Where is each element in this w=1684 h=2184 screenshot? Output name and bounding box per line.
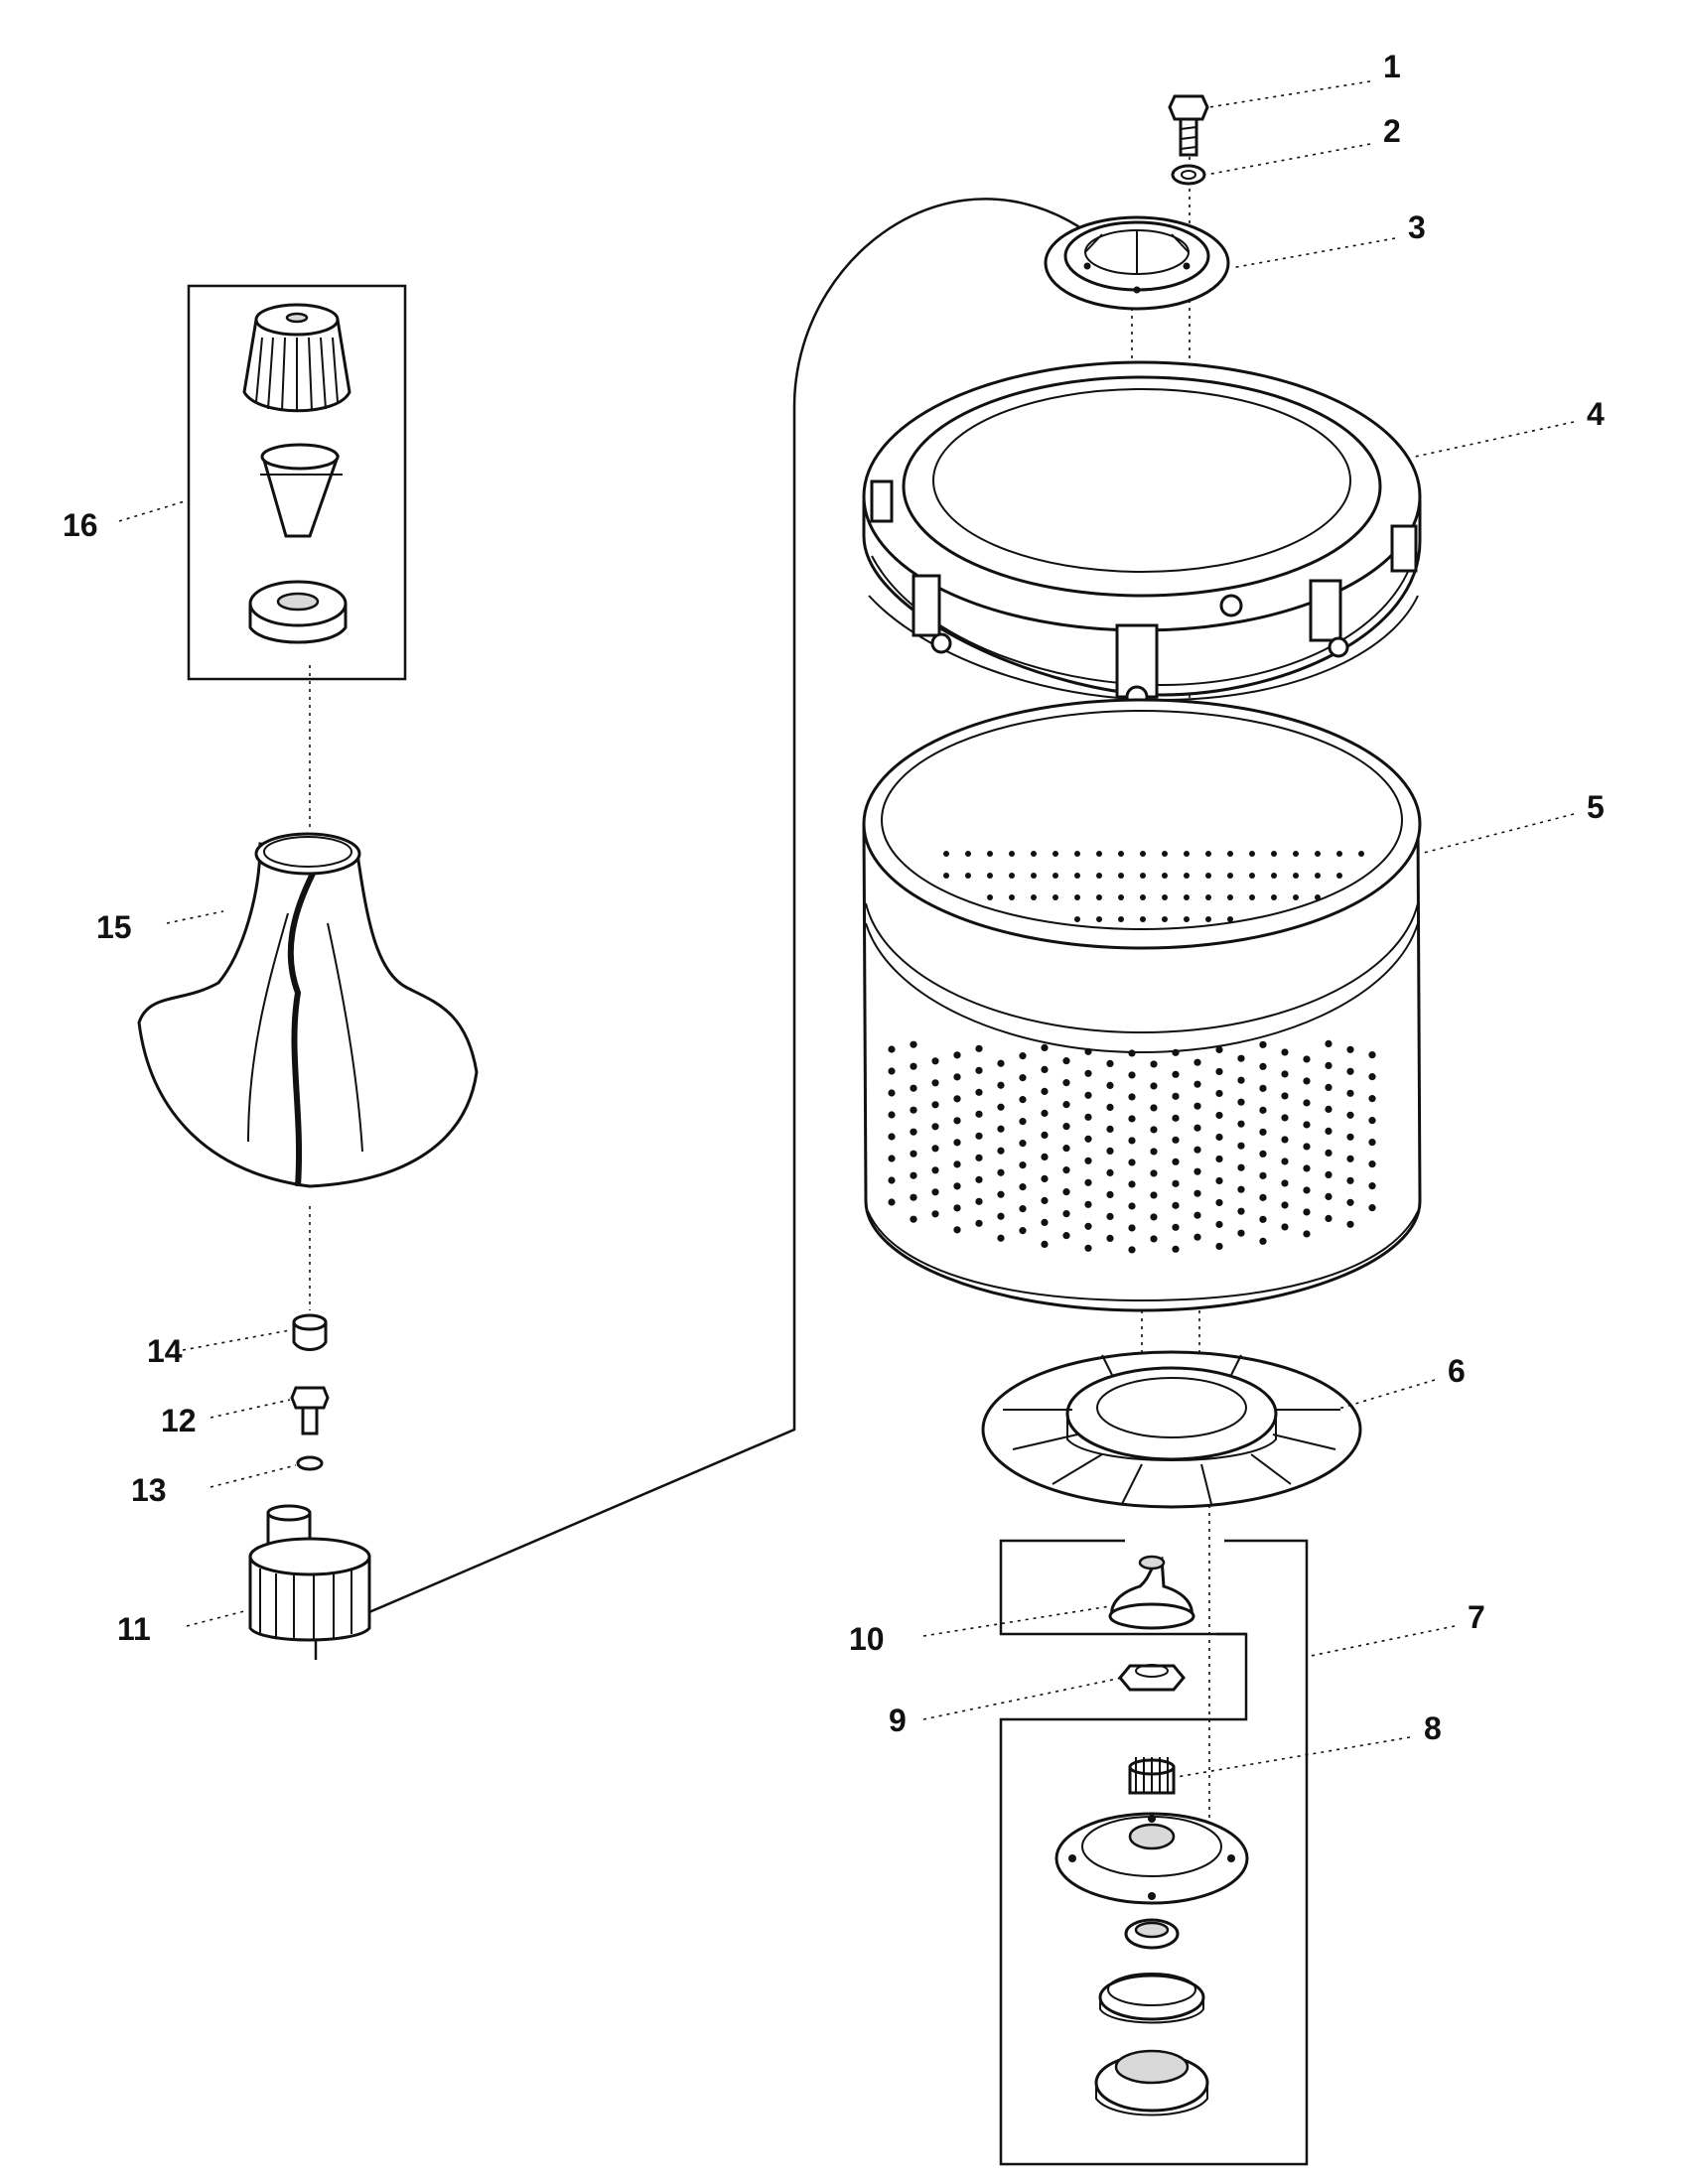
part-16-agitator-cap-kit [187, 284, 407, 681]
part-5-spin-basket [862, 698, 1422, 1312]
part-13-washer [296, 1455, 324, 1471]
callout-6: 6 [1448, 1353, 1466, 1389]
callout-11: 11 [117, 1611, 151, 1647]
part-15-agitator-skirt [137, 832, 479, 1188]
part-9-nut [1118, 1664, 1186, 1692]
part-2-washer [1171, 164, 1206, 186]
callout-9: 9 [889, 1703, 907, 1738]
callout-5: 5 [1587, 789, 1605, 825]
part-1-bolt [1168, 94, 1209, 157]
part-12-bolt [290, 1386, 330, 1435]
callout-3: 3 [1408, 209, 1426, 245]
part-3-hub-ring [1044, 215, 1230, 311]
callout-10: 10 [849, 1621, 885, 1657]
callout-4: 4 [1587, 396, 1605, 432]
assembly-connector-line [314, 198, 1138, 1660]
part-10-boot-cap [1108, 1555, 1195, 1630]
part-4-balance-ring [862, 360, 1422, 709]
callout-12: 12 [161, 1403, 197, 1438]
callout-15: 15 [96, 909, 132, 945]
part-11-agitator-core [248, 1504, 371, 1642]
callout-1: 1 [1383, 49, 1401, 84]
basket-perforation-holes [888, 851, 1376, 1254]
part-6-drive-hub [981, 1350, 1362, 1509]
callout-13: 13 [131, 1472, 167, 1508]
part-14-cap-nut [292, 1313, 328, 1351]
callout-14: 14 [147, 1333, 183, 1369]
leader-lines [118, 80, 1575, 1778]
callout-8: 8 [1424, 1710, 1442, 1746]
part-8-gear-and-bearing-stack [1054, 1757, 1249, 2116]
callout-7: 7 [1468, 1599, 1485, 1635]
kit-7-bracket [999, 1539, 1309, 2166]
callout-2: 2 [1383, 113, 1401, 149]
callout-labels: 1 2 3 4 5 6 7 8 9 10 11 12 13 14 15 16 [63, 49, 1605, 1746]
callout-16: 16 [63, 507, 98, 543]
